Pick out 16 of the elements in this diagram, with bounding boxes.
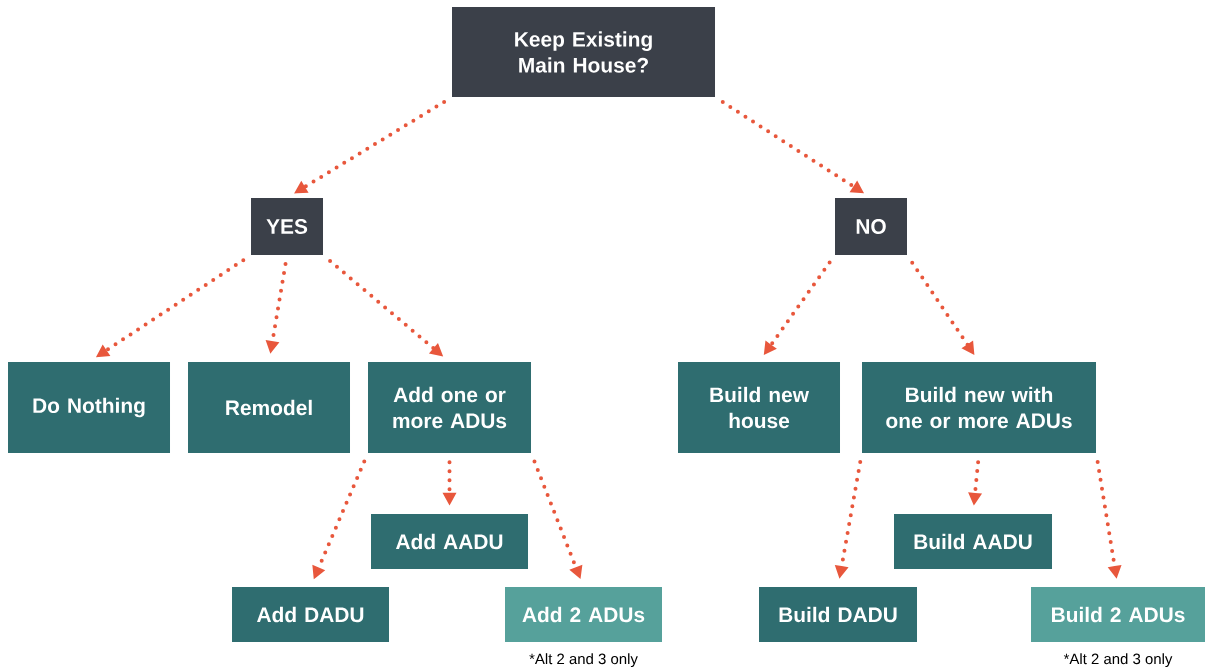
option-box: Do Nothing	[8, 362, 170, 453]
option-box: Add one or more ADUs	[368, 362, 531, 453]
question-box: Keep Existing Main House?	[452, 7, 715, 97]
option-box: Build AADU	[894, 514, 1052, 569]
option-box: Build new with one or more ADUs	[862, 362, 1096, 453]
option-box: Add 2 ADUs	[505, 587, 662, 642]
answer-box: NO	[835, 198, 907, 255]
option-box: Build DADU	[759, 587, 917, 642]
option-box: Build new house	[678, 362, 840, 453]
option-box: Build 2 ADUs	[1031, 587, 1205, 642]
option-box: Remodel	[188, 362, 350, 453]
option-box: Add DADU	[232, 587, 389, 642]
option-box: Add AADU	[371, 514, 528, 569]
footnote-text: *Alt 2 and 3 only	[1063, 653, 1173, 668]
footnote-text: *Alt 2 and 3 only	[529, 653, 638, 668]
answer-box: YES	[251, 198, 323, 255]
